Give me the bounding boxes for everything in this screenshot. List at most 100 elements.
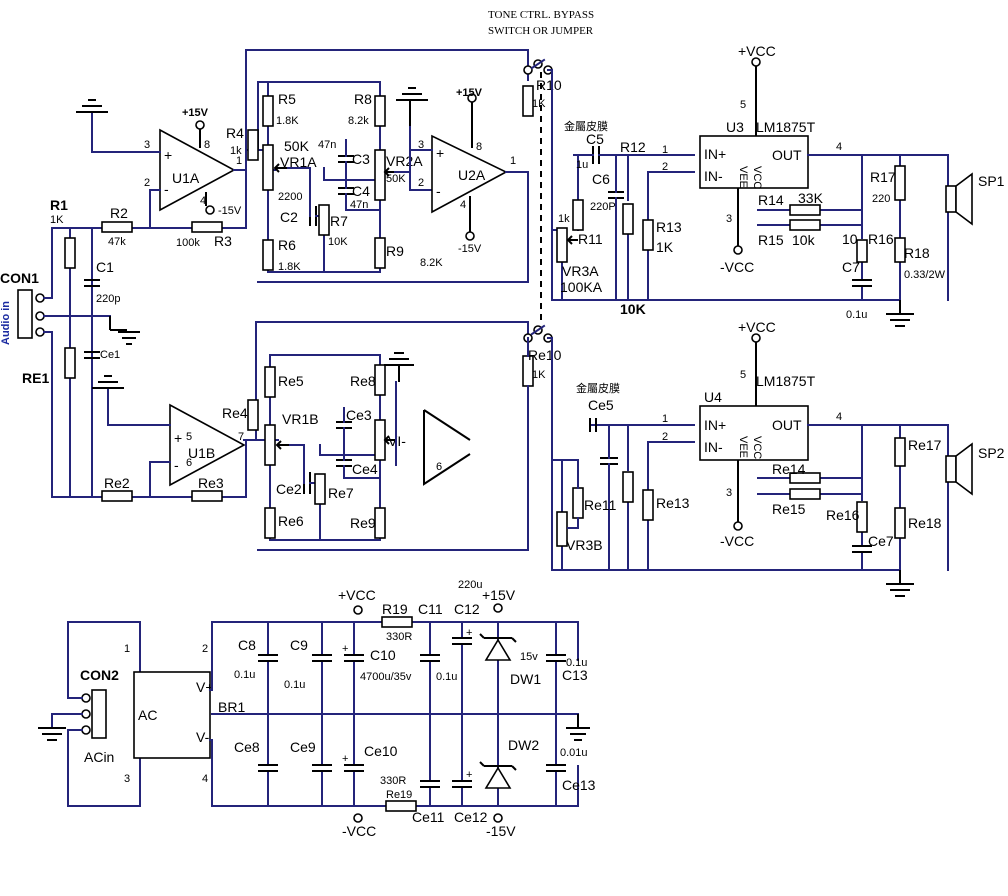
dw1-value: 15v [520,651,538,663]
u4-pin5: 5 [740,369,746,381]
r11-label: R11 [578,231,603,247]
r5-value: 1.8K [276,115,299,127]
re18-resistor [894,507,906,539]
sp2-speaker-icon [945,442,973,496]
br1-vminus: V- [196,729,210,745]
u3-pin1: 1 [662,144,668,156]
r19-value: 330R [386,631,412,643]
r17-label: R17 [870,169,896,185]
u1b-plus-sign: + [174,430,182,446]
re10-label: Re10 [528,347,562,363]
u1b-pin-minus: 6 [186,457,192,469]
c2-label: C2 [280,209,298,225]
psu-v15-minus: -15V [486,823,516,839]
r4-resistor [247,129,259,161]
re12-resistor [622,471,634,503]
re19-resistor [385,800,417,812]
ce7-label: Ce7 [868,533,894,549]
r1-resistor [64,237,76,269]
c1-label: C1 [96,259,114,275]
u2a-pin-out: 1 [510,155,516,167]
r7-resistor [318,204,330,236]
r2-value: 47k [108,236,126,248]
c8-label: C8 [238,637,256,653]
u1a-pin-plus: 3 [144,139,150,151]
u4-chip [699,405,809,461]
ce13-label: Ce13 [562,777,596,793]
r15-value: 10k [792,232,816,248]
sp1-label: SP1 [978,173,1005,189]
c7-value: 0.1u [846,309,867,321]
r1-value: 1K [50,214,64,226]
u3-out: OUT [772,147,802,163]
r11-value: 1k [558,213,570,225]
acin-label: ACin [84,749,114,765]
u1a-vplus: +15V [182,107,209,119]
r4-label: R4 [226,125,244,141]
u4-vee: VEE [737,436,749,458]
re9-resistor [374,507,386,539]
ce7-capacitor [852,545,872,553]
psu-vcc-plus: +VCC [338,587,376,603]
re15-resistor [789,488,821,500]
re8-resistor [374,364,386,396]
c12-value: 220u [458,579,482,591]
ce4-label: Ce4 [352,461,378,477]
r18-value: 0.33/2W [904,269,946,281]
re1-label: RE1 [22,370,49,386]
r6-resistor [262,239,274,271]
u1b-pin-out: 7 [238,431,244,443]
r16-label: R16 [868,231,894,247]
r15-resistor [789,219,821,231]
r6-value: 1.8K [278,261,301,273]
r5-label: R5 [278,91,296,107]
r2-resistor [101,221,133,233]
u3-chip [699,135,809,189]
ce5-capacitor [589,418,597,432]
u4-vcc: VCC [751,436,763,459]
u4-vee-rail: -VCC [720,533,754,549]
re9-label: Re9 [350,515,376,531]
u3-pin3: 3 [726,213,732,225]
re4-label: Re4 [222,405,248,421]
c13-value: 0.1u [566,657,587,669]
r3-label: R3 [214,233,232,249]
re15-label: Re15 [772,501,806,517]
u2a-plus-sign: + [436,145,444,161]
dw2-label: DW2 [508,737,539,753]
u3-vcc: VCC [751,166,763,189]
c13-label: C13 [562,667,588,683]
c6-value: 220P [590,201,616,213]
u3-pin5: 5 [740,99,746,111]
u1a-plus-sign: + [164,147,172,163]
ce12-plus-sign: + [466,769,472,781]
ac-pin3: 3 [124,773,130,785]
u1a-vminus: -15V [218,205,242,217]
r10-value: 1K [532,98,546,110]
u3-chip-name: LM1875T [756,119,816,135]
u4-vcc-rail: +VCC [738,319,776,335]
u4-pin1: 1 [662,413,668,425]
re3-resistor [191,490,223,502]
u1a-pin-minus: 2 [144,177,150,189]
re1-resistor [64,347,76,379]
u2a-vminus: -15V [458,243,482,255]
re6-resistor [264,507,276,539]
ce1-capacitor [84,351,100,359]
c5-note: 金屬皮膜 [564,119,608,133]
ce10-label: Ce10 [364,743,398,759]
r10-resistor [522,85,534,117]
br1-pin4: 4 [202,773,208,785]
re17-label: Re17 [908,437,942,453]
ce3-label: Ce3 [346,407,372,423]
r16-resistor [856,239,868,263]
r7-label: R7 [330,213,348,229]
u3-pin4: 4 [836,141,842,153]
u3-label: U3 [726,119,744,135]
u4-pin2: 2 [662,431,668,443]
r18-label: R18 [904,245,930,261]
c5-label: C5 [586,131,604,147]
con2-connector [81,689,107,739]
r4-value: 1k [230,145,242,157]
